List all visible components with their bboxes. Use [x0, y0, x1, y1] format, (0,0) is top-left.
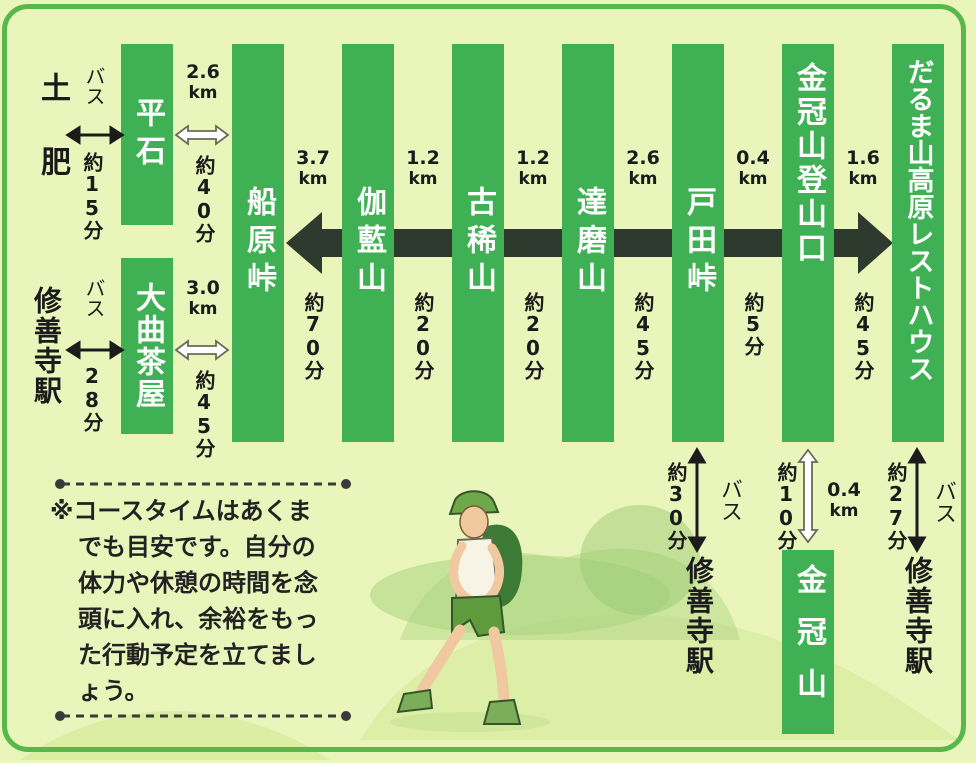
walk-time-top: 約40分 [192, 155, 216, 243]
place-doi: 土肥 [35, 72, 70, 220]
walk-time-bottom: 約45分 [192, 370, 216, 458]
resthouse-bus-label: バス [931, 480, 956, 524]
heda-bus-label: バス [717, 478, 742, 522]
bus-time-bottom: 28分 [80, 364, 104, 432]
stop-kanmuriyama: 金冠山 [782, 550, 834, 734]
stop-funabara-toge-label: 船原峠 [241, 186, 276, 300]
stop-rest-house: だるま山高原レストハウス [892, 44, 944, 442]
note-line-2: でも目安です。自分の [78, 533, 316, 561]
note-line-6: ょう。 [78, 677, 149, 705]
place-shuzenji-left: 修善寺駅 [30, 286, 63, 406]
stop-kanmuriyama-trailhead: 金冠山登山口 [782, 44, 834, 442]
note-line-4: 頭に入れ、余裕をもっ [78, 605, 319, 633]
stop-omagari-chaya-label: 大曲茶屋 [130, 282, 165, 410]
stop-rest-house-label: だるま山高原レストハウス [902, 58, 934, 382]
stop-garanzan-label: 伽藍山 [351, 186, 386, 300]
stop-heda-toge-label: 戸田峠 [681, 186, 716, 300]
stop-kanmuriyama-trailhead-label: 金冠山登山口 [791, 62, 826, 266]
segment-time-6: 約45分 [851, 292, 875, 380]
place-shuzenji-right: 修善寺駅 [901, 556, 934, 676]
stop-darumayama: 達磨山 [562, 44, 614, 442]
stop-garanzan: 伽藍山 [342, 44, 394, 442]
stop-hiraishi-label: 平石 [130, 96, 165, 173]
stop-funabara-toge: 船原峠 [232, 44, 284, 442]
stop-kanmuriyama-label: 金冠山 [791, 564, 826, 720]
note-line-5: た行動予定を立てまし [78, 641, 317, 669]
segment-time-5: 約5分 [741, 292, 765, 356]
segment-time-4: 約45分 [631, 292, 655, 380]
stop-heda-toge: 戸田峠 [672, 44, 724, 442]
place-shuzenji-mid: 修善寺駅 [682, 556, 715, 676]
stop-omagari-chaya: 大曲茶屋 [121, 258, 173, 434]
stop-kokizan-label: 古稀山 [461, 186, 496, 300]
bus-label-top: バス [82, 66, 106, 106]
course-time-note: ※コースタイムはあくま でも目安です。自分の 体力や休憩の時間を念 頭に入れ、余… [50, 493, 350, 709]
bus-time-top: 約15分 [80, 152, 104, 240]
outer-frame [2, 4, 966, 752]
stop-darumayama-label: 達磨山 [571, 186, 606, 300]
segment-time-3: 約20分 [521, 292, 545, 380]
stop-hiraishi: 平石 [121, 44, 173, 225]
note-line-3: 体力や休憩の時間を念 [78, 569, 318, 597]
note-line-1: ※コースタイムはあくま [50, 497, 312, 525]
stop-kokizan: 古稀山 [452, 44, 504, 442]
kanmuri-walk-time: 約10分 [774, 462, 798, 550]
heda-bus-time: 約30分 [664, 462, 688, 550]
bus-label-bottom: バス [82, 278, 106, 318]
segment-time-1: 約70分 [301, 292, 325, 380]
resthouse-bus-time: 約27分 [884, 462, 908, 550]
segment-time-2: 約20分 [411, 292, 435, 380]
